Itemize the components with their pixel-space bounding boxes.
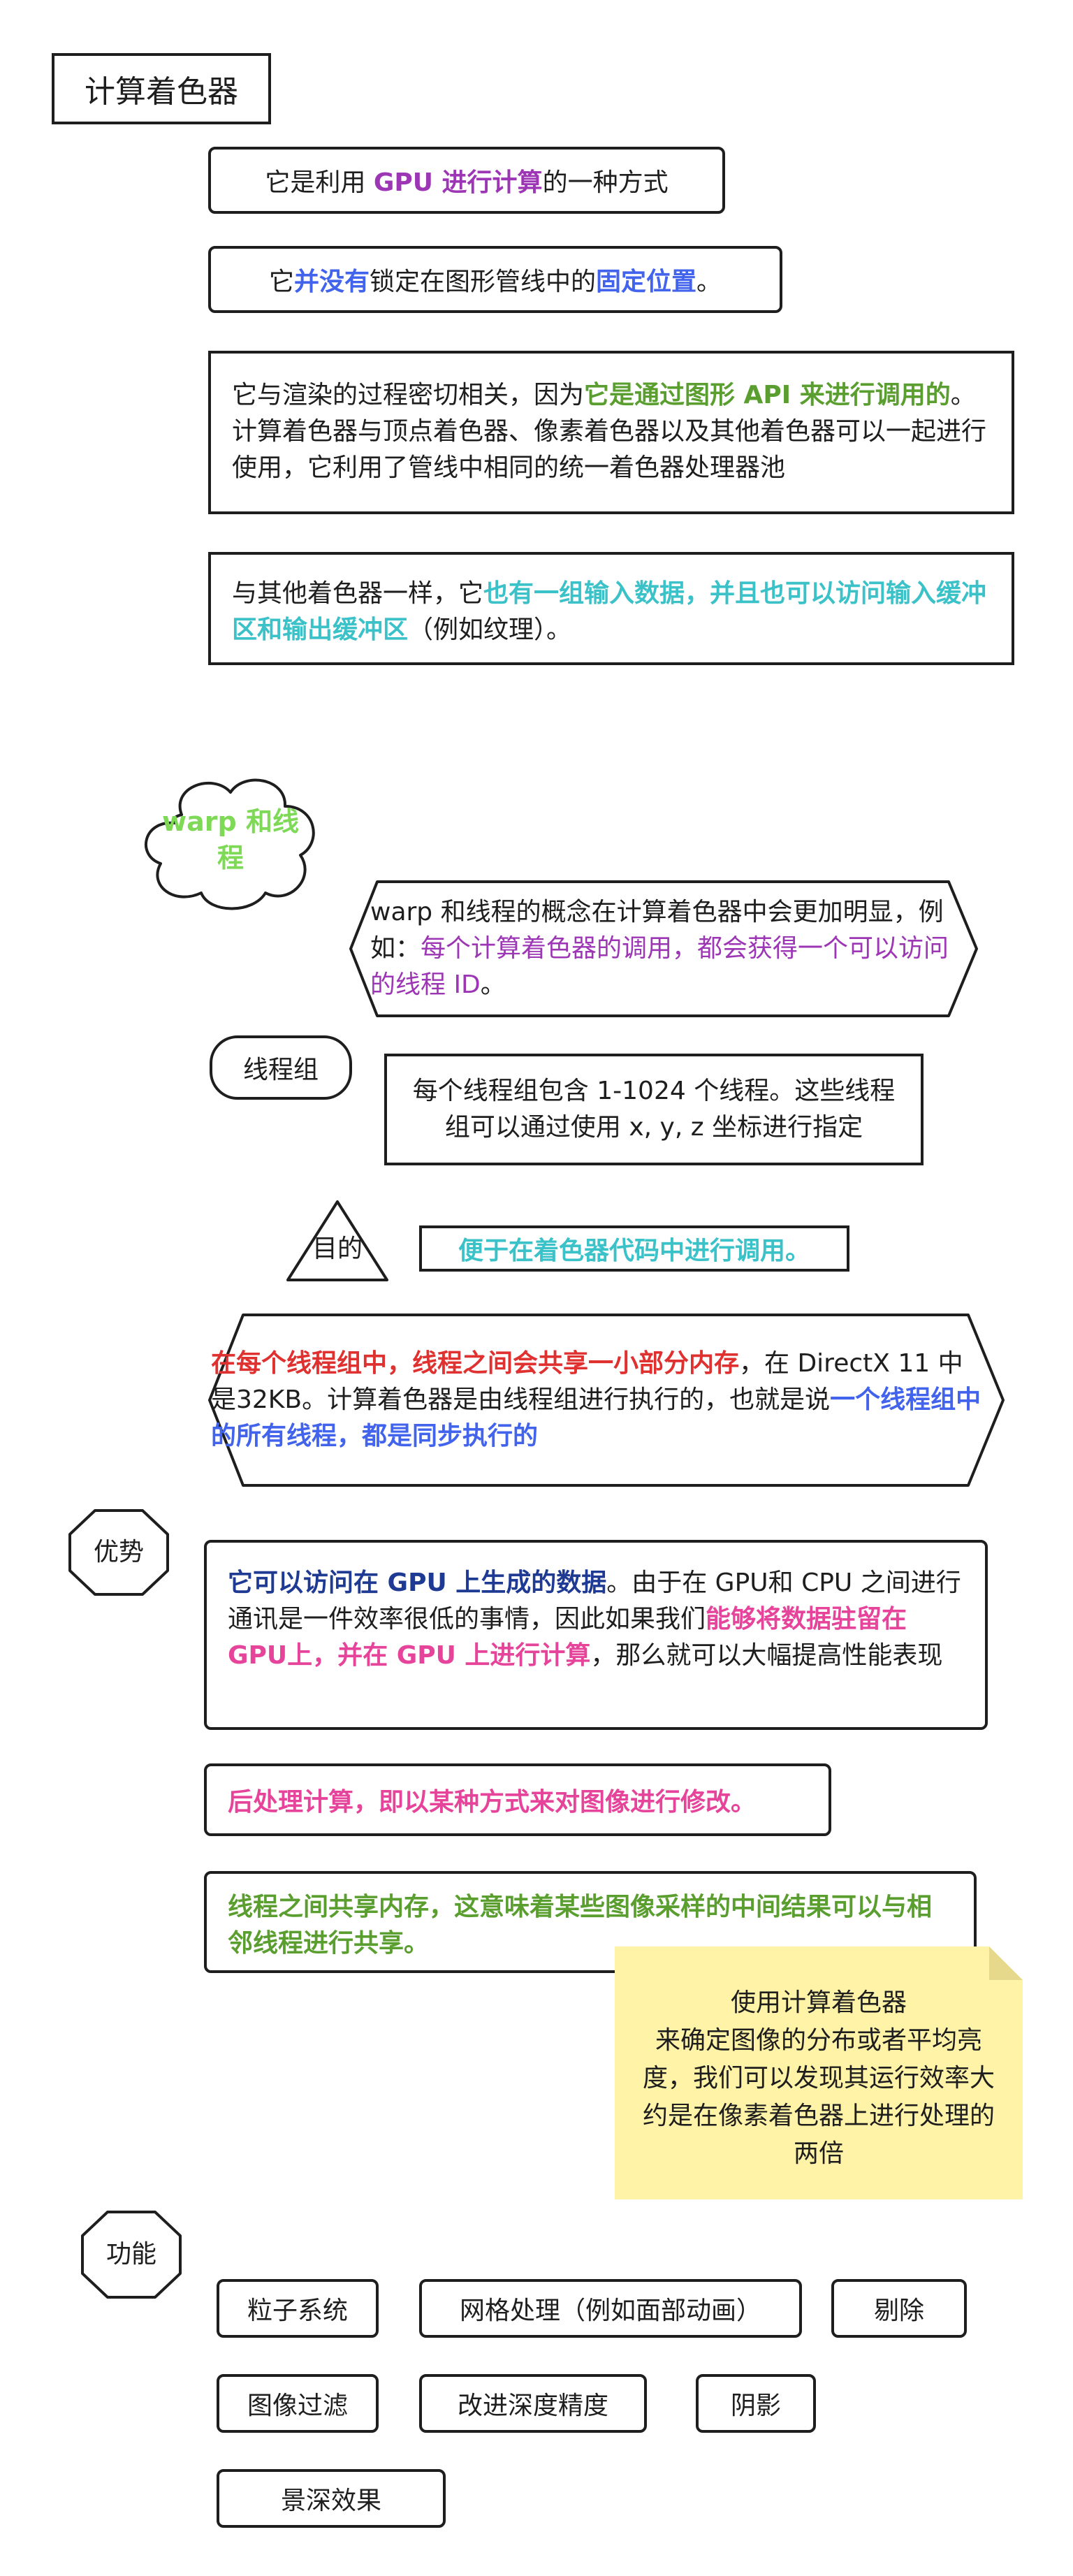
intro-box-rendering: 它与渲染的过程密切相关，因为它是通过图形 API 来进行调用的。计算着色器与顶点…: [208, 351, 1014, 514]
threadgroup-label: 线程组: [210, 1035, 352, 1100]
page-title: 计算着色器: [52, 53, 271, 124]
intro-box-rendering-text: 它与渲染的过程密切相关，因为它是通过图形 API 来进行调用的。计算着色器与顶点…: [232, 381, 987, 482]
advantage-desc-box: 它可以访问在 GPU 上生成的数据。由于在 GPU和 CPU 之间进行通讯是一件…: [204, 1540, 988, 1730]
feature-item-particles: 粒子系统: [217, 2279, 379, 2338]
warp-desc-text: warp 和线程的概念在计算着色器中会更加明显，例如：每个计算着色器的调用，都会…: [370, 898, 949, 999]
intro-box-buffers-text: 与其他着色器一样，它也有一组输入数据，并且也可以访问输入缓冲区和输出缓冲区（例如…: [232, 579, 987, 644]
shared-memory-text: 在每个线程组中，线程之间会共享一小部分内存，在 DirectX 11 中是32K…: [211, 1349, 981, 1450]
postprocess-box: 后处理计算，即以某种方式来对图像进行修改。: [204, 1763, 831, 1836]
sticky-note-shape: [615, 1946, 1023, 2199]
intro-box-position-text: 它并没有锁定在图形管线中的固定位置。: [268, 268, 722, 296]
cloud-label-warp: warp 和线程: [162, 806, 299, 873]
intro-box-gpu: 它是利用 GPU 进行计算的一种方式: [208, 147, 725, 214]
feature-item-culling: 剔除: [831, 2279, 967, 2338]
purpose-label: 目的: [312, 1235, 363, 1263]
feature-item-depth-precision: 改进深度精度: [419, 2374, 647, 2433]
triangle-shape-purpose: [286, 1200, 388, 1281]
octagon-shape-features: [81, 2211, 182, 2299]
feature-item-shadows: 阴影: [696, 2374, 816, 2433]
octagon-shape-advantage: [68, 1509, 169, 1596]
feature-item-dof: 景深效果: [217, 2469, 446, 2528]
intro-box-position: 它并没有锁定在图形管线中的固定位置。: [208, 246, 782, 313]
purpose-box: 便于在着色器代码中进行调用。: [419, 1225, 849, 1272]
sticky-note-text: 使用计算着色器 来确定图像的分布或者平均亮度，我们可以发现其运行效率大约是在像素…: [642, 1988, 995, 2168]
hexagon-shape-warp: [349, 880, 978, 1017]
threadgroup-desc-box: 每个线程组包含 1-1024 个线程。这些线程组可以通过使用 x, y, z 坐…: [384, 1054, 924, 1165]
intro-box-buffers: 与其他着色器一样，它也有一组输入数据，并且也可以访问输入缓冲区和输出缓冲区（例如…: [208, 552, 1014, 665]
advantage-desc-text: 它可以访问在 GPU 上生成的数据。由于在 GPU和 CPU 之间进行通讯是一件…: [228, 1569, 961, 1670]
feature-item-image-filter: 图像过滤: [217, 2374, 379, 2433]
cloud-shape-warp: [144, 778, 315, 910]
features-label: 功能: [105, 2240, 156, 2269]
shared-results-text: 线程之间共享内存，这意味着某些图像采样的中间结果可以与相邻线程进行共享。: [228, 1893, 933, 1958]
hexagon-shape-shared-memory: [208, 1314, 1005, 1487]
advantage-label: 优势: [93, 1538, 144, 1566]
feature-item-mesh: 网格处理（例如面部动画）: [419, 2279, 802, 2338]
threadgroup-desc-text: 每个线程组包含 1-1024 个线程。这些线程组可以通过使用 x, y, z 坐…: [412, 1077, 896, 1142]
intro-box-gpu-text: 它是利用 GPU 进行计算的一种方式: [265, 168, 669, 197]
